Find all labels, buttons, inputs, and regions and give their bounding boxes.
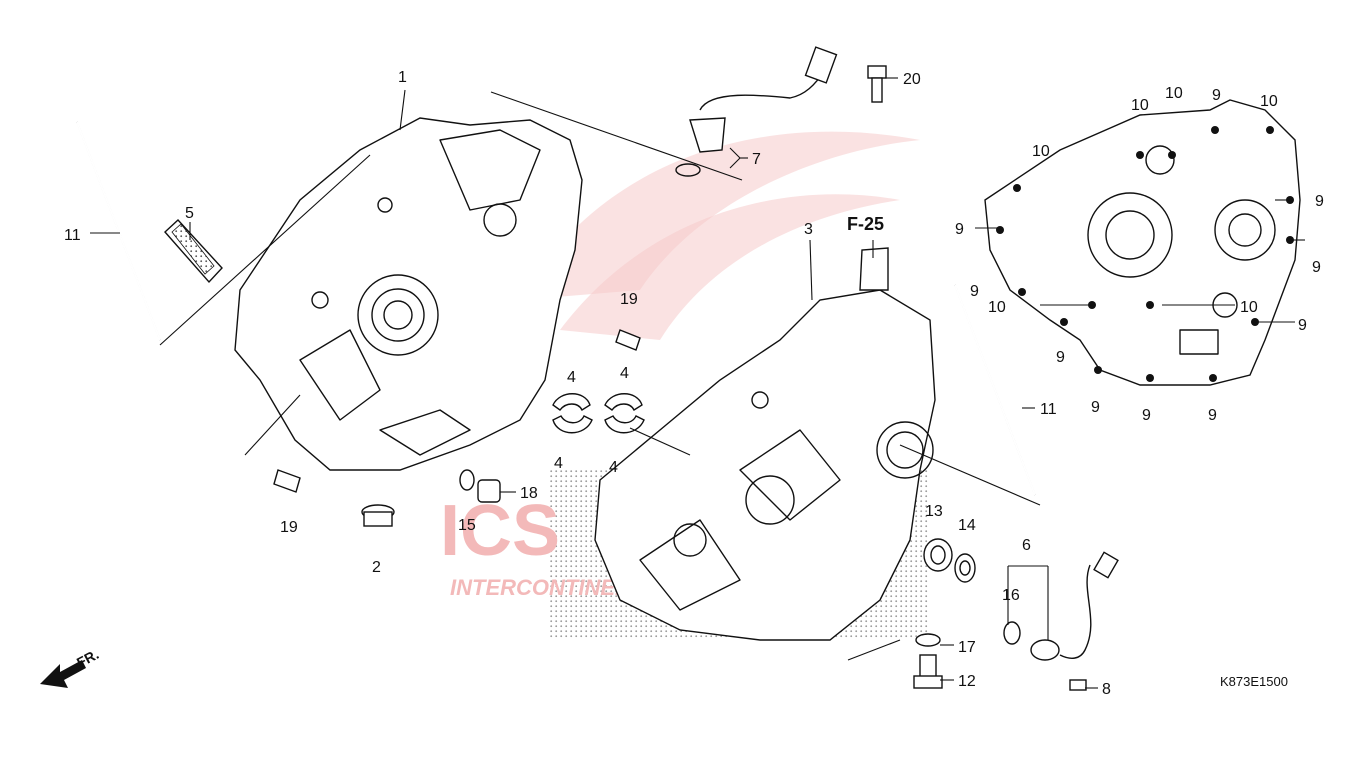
callout-17: 17: [958, 639, 976, 656]
callout-9: 9: [1212, 87, 1221, 104]
callout-2: 2: [372, 559, 381, 576]
washer-17: [915, 633, 941, 647]
callout-10: 10: [1032, 143, 1050, 160]
callout-4: 4: [554, 455, 563, 472]
callout-10: 10: [1240, 299, 1258, 316]
callout-1: 1: [398, 69, 407, 86]
callout-20: 20: [903, 71, 921, 88]
callout-4: 4: [620, 365, 629, 382]
left-crankcase: [234, 117, 583, 471]
callout-11: 11: [1040, 401, 1057, 418]
callout-9: 9: [1091, 399, 1100, 416]
drain-bolt-12: [913, 654, 943, 689]
callout-10: 10: [1165, 85, 1183, 102]
callout-11: 11: [64, 227, 81, 244]
right-crankcase: [594, 247, 936, 641]
bearing-halves: [552, 393, 645, 434]
reference-label[interactable]: F-25: [847, 214, 884, 234]
callout-9: 9: [1208, 407, 1217, 424]
callout-9: 9: [955, 221, 964, 238]
callout-9: 9: [1312, 259, 1321, 276]
watermark-brand: ICS: [440, 491, 560, 571]
callout-18: 18: [520, 485, 538, 502]
bolt-8: [1069, 679, 1087, 691]
callout-14: 14: [958, 517, 976, 534]
oil-strainer: [164, 219, 223, 284]
oil-seal-14: [954, 553, 976, 583]
callouts: 1 2 3 4 4 4 4 5 6 7 8 9 9 9 9 9 9 9 9 9 …: [64, 69, 1324, 698]
callout-10: 10: [1131, 97, 1149, 114]
callout-19: 19: [280, 519, 298, 536]
sensor-with-harness: [675, 46, 838, 177]
callout-9: 9: [1315, 193, 1324, 210]
right-crankcase-cover-view: [984, 99, 1301, 386]
leader-lines: [90, 77, 1305, 689]
callout-9: 9: [970, 283, 979, 300]
callout-12: 12: [958, 673, 976, 690]
stud-bolt-right: [954, 284, 1036, 496]
callout-15: 15: [458, 517, 476, 534]
reference-group[interactable]: F-25: [847, 214, 884, 234]
callout-3: 3: [804, 221, 813, 238]
callout-8: 8: [1102, 681, 1111, 698]
callout-9: 9: [1298, 317, 1307, 334]
callout-10: 10: [988, 299, 1006, 316]
arrow-icon: [40, 660, 86, 688]
callout-4: 4: [609, 459, 618, 476]
diagram-code: K873E1500: [1220, 674, 1288, 689]
collar-18: [477, 479, 501, 503]
callout-10: 10: [1260, 93, 1278, 110]
callout-4: 4: [567, 369, 576, 386]
needle-bearing-13: [923, 538, 953, 572]
callout-7: 7: [752, 151, 761, 168]
o-ring-16: [1003, 621, 1021, 645]
stud-bolt-left: [76, 121, 161, 341]
o-ring-15: [459, 469, 475, 491]
neutral-switch-6: [1030, 551, 1119, 661]
callout-5: 5: [185, 205, 194, 222]
callout-9: 9: [1056, 349, 1065, 366]
callout-13: 13: [925, 503, 943, 520]
callout-19: 19: [620, 291, 638, 308]
callout-6: 6: [1022, 537, 1031, 554]
callout-16: 16: [1002, 587, 1020, 604]
front-direction-indicator: FR.: [40, 646, 101, 688]
bolt-20: [867, 65, 887, 103]
drain-plug-2: [361, 504, 395, 527]
dowel-pins: [273, 329, 641, 493]
callout-9: 9: [1142, 407, 1151, 424]
